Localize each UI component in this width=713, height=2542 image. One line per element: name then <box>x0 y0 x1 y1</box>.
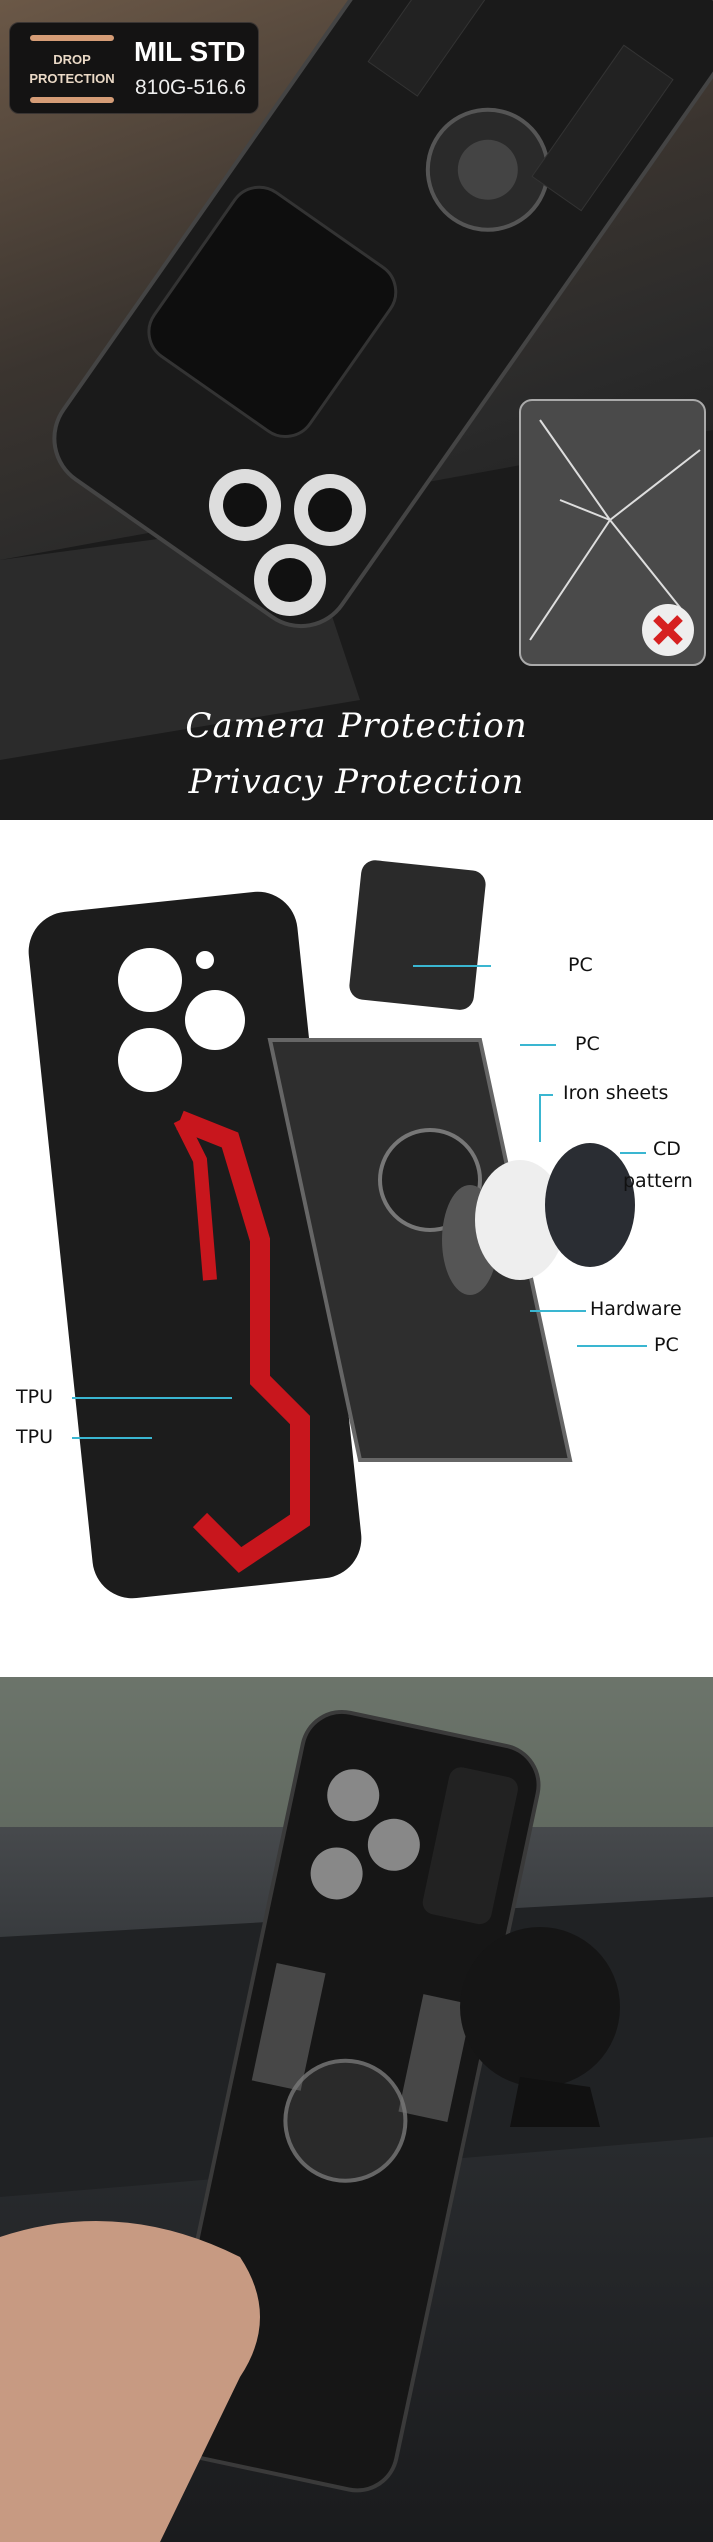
label-tpu-outer: TPU <box>16 1426 53 1448</box>
label-iron-sheets: Iron sheets <box>563 1082 669 1104</box>
label-cd: CD <box>653 1138 681 1160</box>
mil-std-badge: DROP PROTECTION MIL STD 810G-516.6 <box>9 22 259 114</box>
badge-mil-std: MIL STD <box>134 36 246 67</box>
phone-case-illustration <box>0 0 713 820</box>
caption-privacy-protection: Privacy Protection <box>188 762 525 802</box>
label-tpu-inner: TPU <box>16 1386 53 1408</box>
label-hardware: Hardware <box>590 1298 682 1320</box>
cracked-lens-inset <box>519 399 706 666</box>
caption-camera-protection: Camera Protection <box>185 706 528 746</box>
car-mount-illustration <box>0 1677 713 2542</box>
exploded-diagram: PC PC Iron sheets CD pattern Hardware PC… <box>0 820 713 1660</box>
badge-protection: PROTECTION <box>29 71 115 86</box>
badge-code: 810G-516.6 <box>135 76 246 99</box>
label-pc-back: PC <box>654 1334 679 1356</box>
label-pc-slider: PC <box>568 954 593 976</box>
exploded-case-illustration <box>28 860 635 1599</box>
car-mount-photo <box>0 1677 713 2542</box>
label-pattern: pattern <box>623 1170 693 1192</box>
magnetic-mount <box>460 1927 620 2087</box>
label-pc-frame: PC <box>575 1033 600 1055</box>
x-mark-icon <box>642 604 694 656</box>
camera-protection-banner: DROP PROTECTION MIL STD 810G-516.6 Camera… <box>0 0 713 820</box>
badge-drop: DROP <box>53 52 91 67</box>
